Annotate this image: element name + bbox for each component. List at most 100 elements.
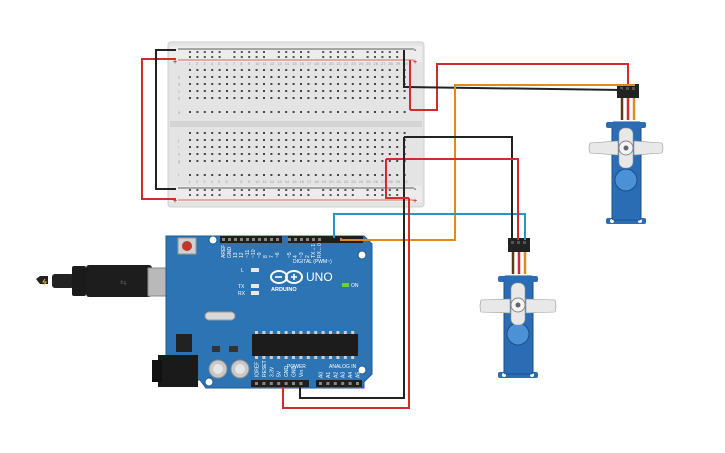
digital-pin-label: GND: [227, 247, 233, 259]
breadboard-col-label: 22: [344, 179, 349, 184]
wire-black-gnd[interactable]: [299, 186, 405, 399]
reset-button[interactable]: [177, 237, 197, 255]
breadboard-col-label: 7: [233, 61, 236, 66]
wire-black-servo-bottom[interactable]: [404, 136, 513, 240]
wire-orange-signal-right[interactable]: [340, 84, 635, 241]
analog-pin-label: A1: [326, 372, 332, 378]
breadboard-col-label: 13: [277, 179, 282, 184]
smd-component: [212, 346, 220, 352]
breadboard-col-label: 12: [270, 179, 275, 184]
arduino-uno-board[interactable]: ⇆: [36, 235, 373, 389]
breadboard[interactable]: abcdefghij112233445566778899101011111212…: [167, 41, 425, 208]
digital-pin-label: 7: [269, 255, 275, 258]
atmega-chip: [252, 331, 358, 359]
wire-red-rail-jumper[interactable]: [141, 58, 176, 200]
rail-plus-bottom-right: +: [413, 198, 417, 205]
breadboard-row-label: g: [178, 159, 180, 164]
breadboard-col-label: 30: [403, 179, 408, 184]
digital-pin-label: 2: [305, 255, 311, 258]
breadboard-col-label: 24: [359, 61, 364, 66]
breadboard-col-label: 17: [307, 179, 312, 184]
rail-minus-top-right: -: [414, 47, 417, 54]
digital-header[interactable]: [220, 236, 363, 243]
breadboard-row-label: f: [178, 173, 180, 178]
analog-pin-label: A5: [356, 372, 362, 378]
mounting-hole: [208, 235, 218, 245]
power-pin-label: GND: [284, 366, 290, 378]
smd-component: [229, 346, 238, 352]
digital-pin-label: ~5: [287, 252, 293, 258]
breadboard-col-label: 25: [366, 61, 371, 66]
wires: [141, 49, 635, 409]
analog-pin-label: A2: [333, 372, 339, 378]
breadboard-col-label: 15: [292, 179, 297, 184]
digital-pin-label: TX→1: [311, 244, 317, 258]
digital-pin-label: ~11: [245, 250, 251, 258]
wire-black-rail-jumper[interactable]: [155, 49, 176, 190]
breadboard-col-label: 25: [366, 179, 371, 184]
on-label: ON: [351, 283, 359, 289]
breadboard-row-label: c: [178, 89, 180, 94]
wire-red-servo-bottom[interactable]: [386, 158, 519, 240]
digital-pin-label: ~10: [251, 249, 257, 258]
digital-pin-label: 4: [293, 255, 299, 258]
power-header[interactable]: [251, 380, 362, 387]
breadboard-col-label: 4: [211, 61, 214, 66]
breadboard-col-label: 26: [374, 61, 379, 66]
rail-plus-top-left: +: [173, 59, 177, 66]
usb-connector: ⇆: [36, 265, 179, 297]
wire-red-servo-right[interactable]: [410, 63, 629, 111]
breadboard-col-label: 24: [359, 179, 364, 184]
servo-motor-bottom[interactable]: [479, 238, 557, 378]
digital-pin-label: ~3: [299, 252, 305, 258]
breadboard-col-label: 9: [248, 179, 251, 184]
breadboard-col-label: 2: [196, 61, 199, 66]
wire-red-bottom-link[interactable]: [385, 159, 409, 199]
wire-red-5v[interactable]: [282, 198, 410, 409]
digital-pin-label: RX←0: [317, 243, 323, 258]
arduino-brand-label: ARDUINO: [271, 287, 297, 293]
top-power-rail: [170, 46, 422, 62]
breadboard-col-label: 11: [263, 179, 268, 184]
on-led: [342, 283, 349, 287]
digital-pin-label: AREF: [221, 245, 227, 258]
breadboard-col-label: 18: [314, 61, 319, 66]
breadboard-row-label: i: [178, 145, 179, 150]
power-pin-label: IOREF: [255, 362, 261, 377]
breadboard-col-label: 5: [218, 179, 221, 184]
breadboard-col-label: 21: [337, 179, 342, 184]
breadboard-col-label: 15: [292, 61, 297, 66]
center-channel: [170, 121, 422, 127]
breadboard-row-label: a: [178, 110, 181, 115]
power-pin-label: 5V: [277, 370, 283, 377]
breadboard-col-label: 1: [189, 179, 192, 184]
breadboard-col-label: 10: [255, 179, 260, 184]
wire-blue-signal-bottom[interactable]: [333, 213, 526, 240]
breadboard-col-label: 16: [300, 179, 305, 184]
rail-minus-bottom-right: -: [414, 186, 417, 193]
breadboard-col-label: 6: [226, 61, 229, 66]
analog-pin-label: A4: [348, 372, 354, 378]
led-label-rx: RX: [238, 291, 246, 297]
breadboard-col-label: 4: [211, 179, 214, 184]
digital-pin-label: 13: [233, 252, 239, 258]
breadboard-col-label: 23: [351, 61, 356, 66]
servo-motor-right[interactable]: [588, 84, 664, 224]
power-pin-label: Vin: [299, 370, 305, 377]
power-pin-label: 3.3V: [269, 366, 275, 377]
breadboard-col-label: 13: [277, 61, 282, 66]
breadboard-col-label: 7: [233, 179, 236, 184]
breadboard-col-label: 16: [300, 61, 305, 66]
mounting-hole: [204, 377, 214, 387]
analog-pin-label: A0: [319, 372, 325, 378]
servo-connector: [617, 84, 639, 98]
breadboard-col-label: 5: [218, 61, 221, 66]
breadboard-col-label: 10: [255, 61, 260, 66]
mounting-hole: [357, 250, 367, 260]
wire-black-servo-right[interactable]: [403, 86, 623, 91]
breadboard-col-label: 14: [285, 61, 290, 66]
rail-plus-top-right: +: [413, 59, 417, 66]
breadboard-col-label: 21: [337, 61, 342, 66]
